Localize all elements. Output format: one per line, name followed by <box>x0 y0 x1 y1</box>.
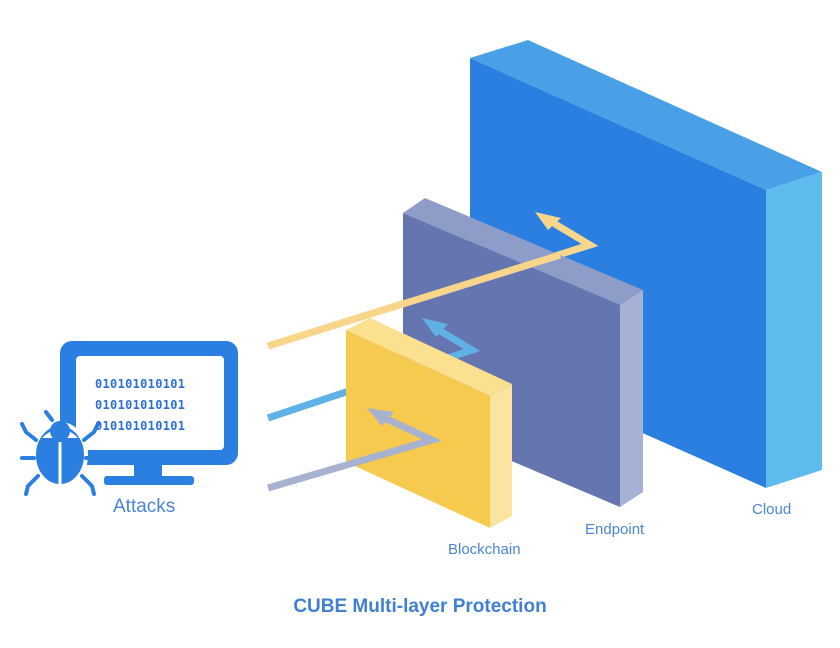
blockchain-label: Blockchain <box>448 541 521 558</box>
attacks-label: Attacks <box>113 496 176 517</box>
cloud-layer-side <box>766 172 822 488</box>
arrow-to-endpoint <box>266 318 481 422</box>
arrow-to-blockchain <box>267 408 442 492</box>
endpoint-label: Endpoint <box>585 521 645 538</box>
binary-line: 010101010101 <box>95 419 186 433</box>
endpoint-layer-side <box>620 290 643 507</box>
blockchain-layer-side <box>490 384 512 528</box>
blockchain-layer-top <box>346 318 512 396</box>
blockchain-layer <box>346 318 512 528</box>
blockchain-layer-front <box>346 330 490 528</box>
diagram-title: CUBE Multi-layer Protection <box>293 596 547 617</box>
cloud-layer-top <box>470 40 822 190</box>
cloud-label: Cloud <box>752 501 792 518</box>
monitor-icon <box>60 341 238 485</box>
binary-line: 010101010101 <box>95 377 186 391</box>
arrow-to-cloud-front-segment <box>266 251 562 350</box>
endpoint-layer-top <box>403 198 643 305</box>
bug-icon <box>20 410 102 496</box>
binary-line: 010101010101 <box>95 398 186 412</box>
